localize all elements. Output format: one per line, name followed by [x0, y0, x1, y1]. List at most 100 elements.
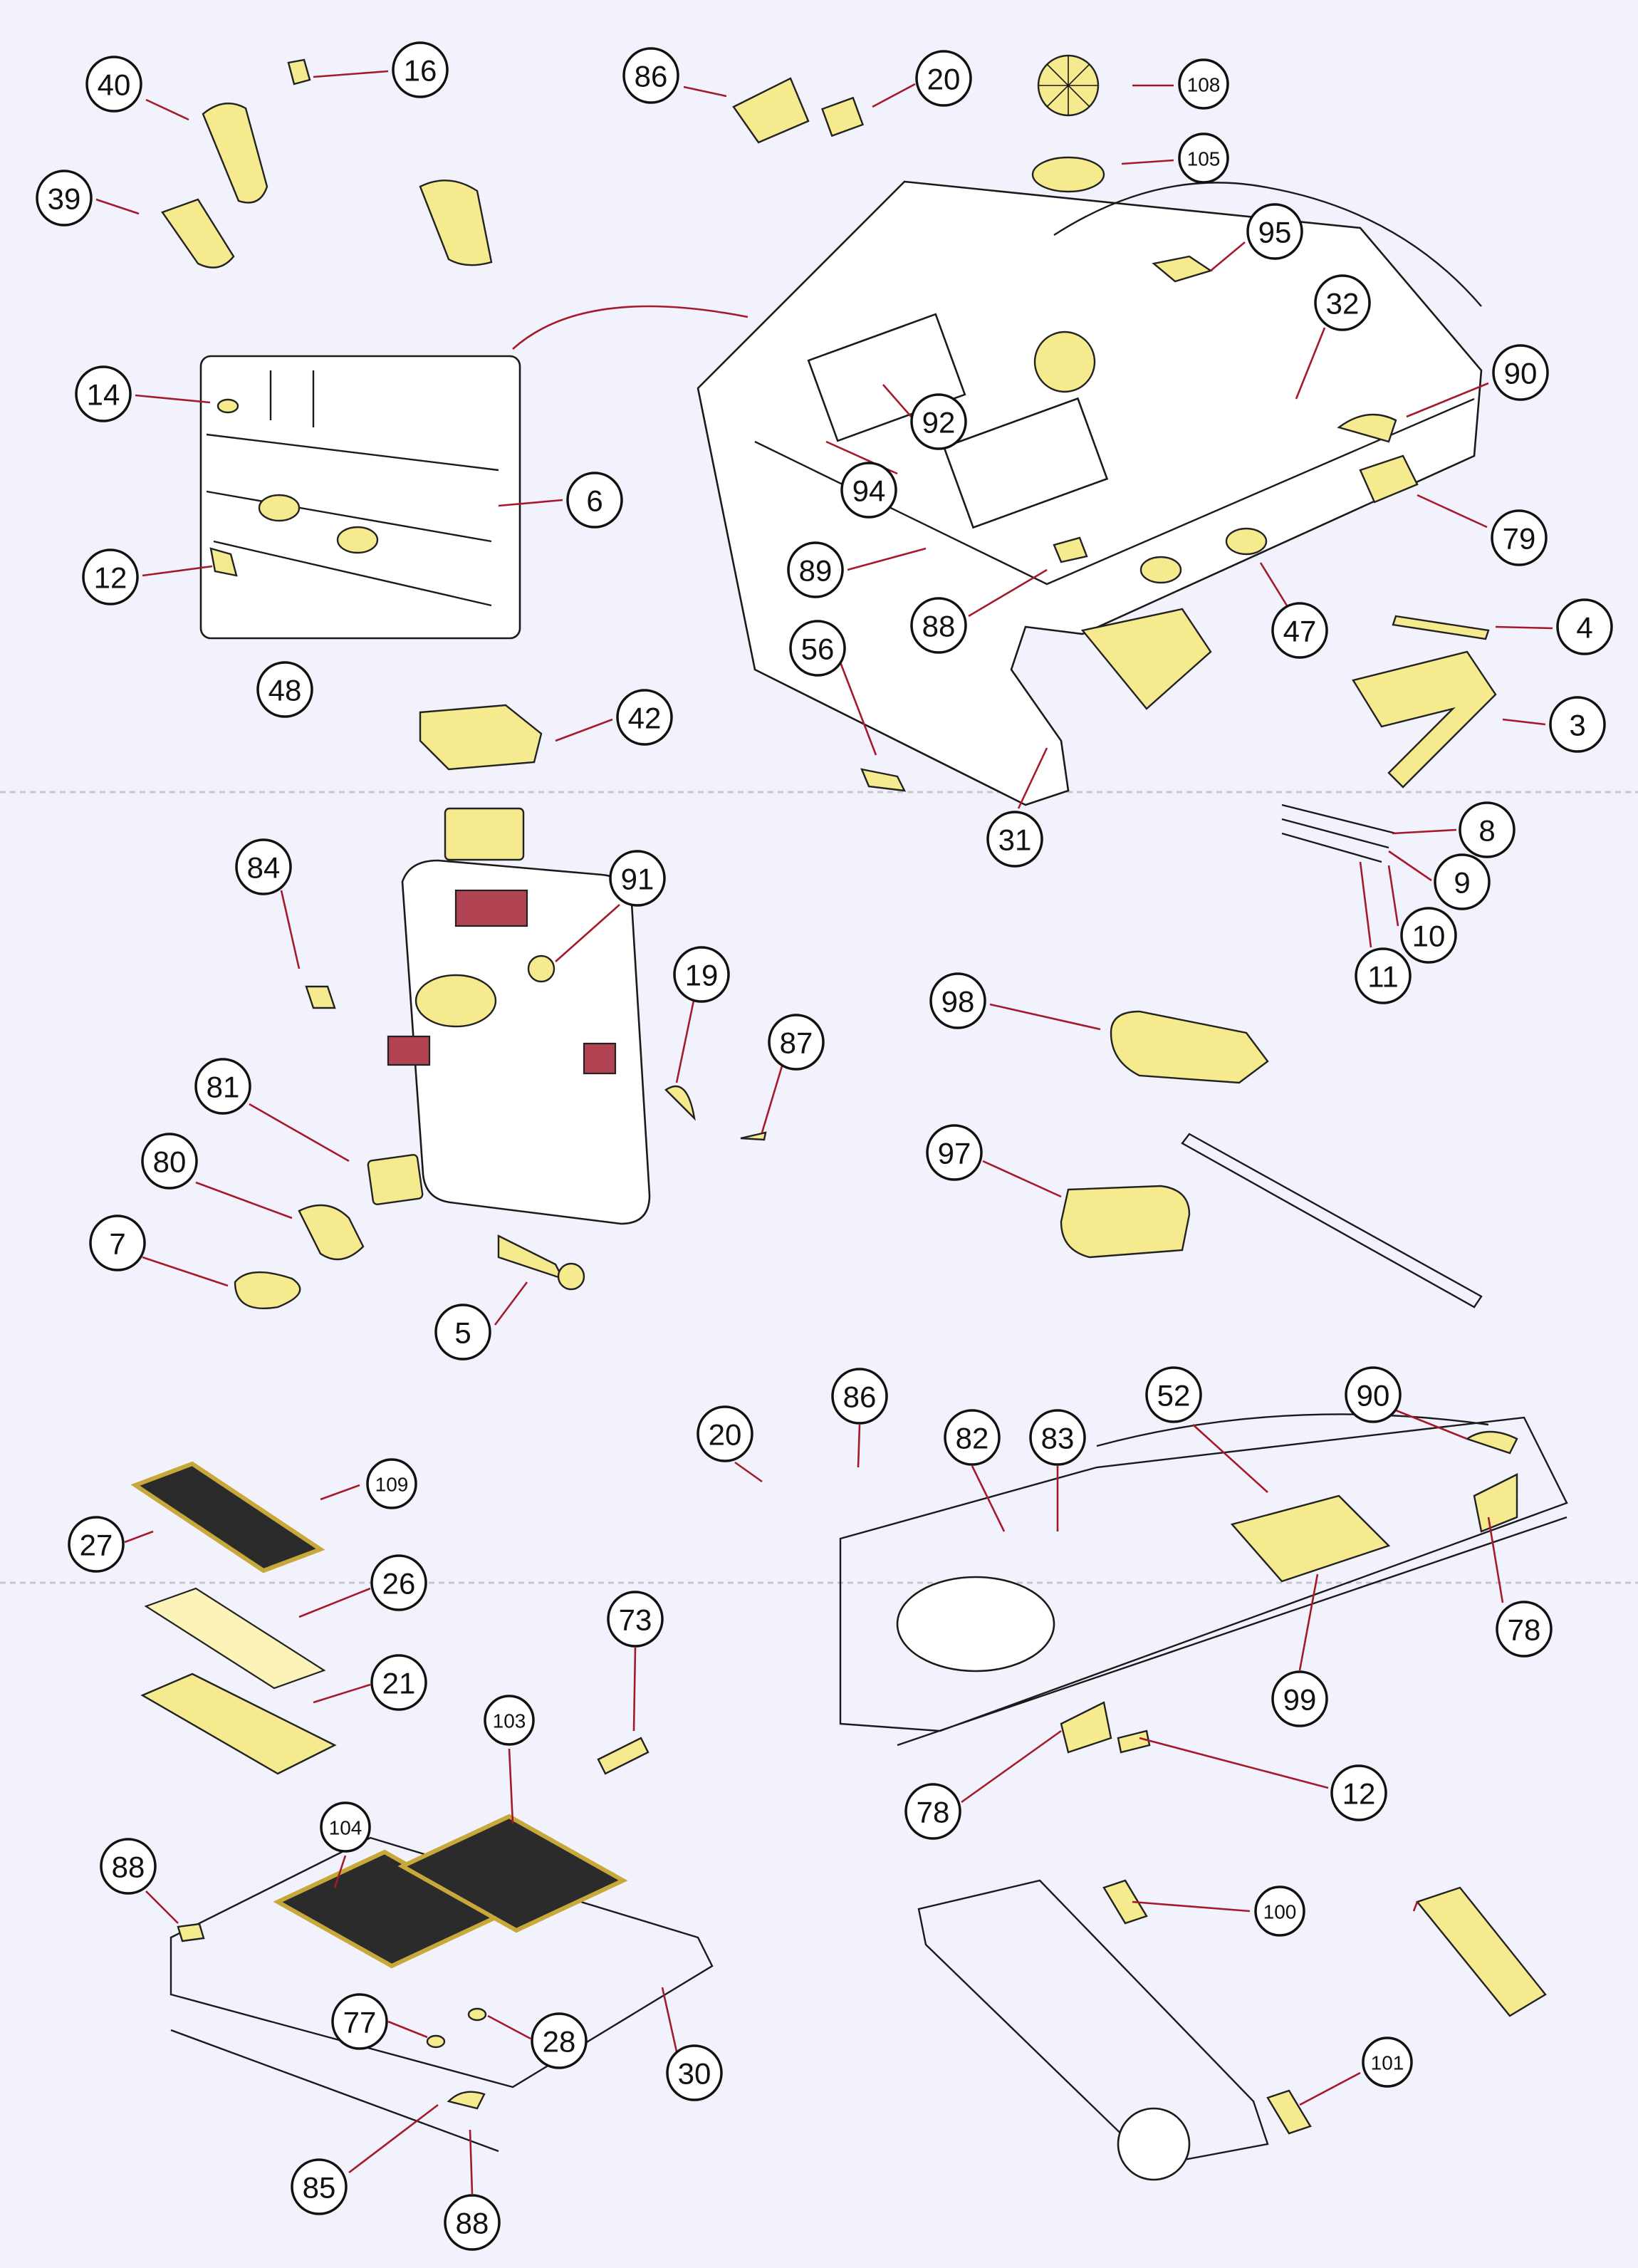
part-84-clip — [305, 985, 336, 1009]
callout-ring — [768, 1014, 825, 1071]
part-88-block-deck — [177, 1923, 205, 1942]
callout-78: 78 — [1496, 1601, 1553, 1658]
part-100-strip — [1102, 1879, 1148, 1925]
callout-ring — [235, 838, 292, 895]
inset-box — [199, 355, 521, 640]
callout-ring — [831, 1368, 888, 1425]
callout-84: 84 — [235, 838, 292, 895]
callout-number: 91 — [621, 863, 654, 896]
callout-ring — [366, 1458, 417, 1509]
part-90-cover-rear — [1465, 1430, 1518, 1455]
callout-ring — [944, 1409, 1001, 1466]
callout-ring — [194, 1058, 251, 1115]
callout-number: 78 — [1508, 1613, 1541, 1647]
leader-line — [1121, 159, 1174, 165]
callout-7: 7 — [89, 1214, 146, 1271]
callout-16: 16 — [392, 41, 449, 98]
callout-number: 82 — [956, 1422, 989, 1455]
leader-line — [1395, 1409, 1468, 1440]
part-26-frame — [144, 1587, 326, 1690]
callout-42: 42 — [616, 689, 673, 746]
leader-line — [1298, 1573, 1319, 1671]
callout-12: 12 — [1330, 1764, 1387, 1821]
callout-109: 109 — [366, 1458, 417, 1509]
leader-line — [1210, 241, 1246, 271]
door-assembly — [234, 704, 767, 1309]
leader-line — [857, 1424, 861, 1468]
leader-line — [675, 997, 696, 1083]
callout-9: 9 — [1434, 853, 1491, 910]
callout-ring — [622, 47, 679, 104]
callout-number: 79 — [1503, 522, 1536, 556]
shovel-assembly — [1060, 1010, 1483, 1309]
callout-ring — [986, 811, 1043, 868]
callout-number: 26 — [382, 1567, 416, 1601]
rear-hull-assembly — [839, 1413, 1568, 2181]
callout-ring — [697, 1405, 753, 1462]
callout-number: 56 — [801, 633, 835, 666]
leader-line — [249, 1103, 350, 1162]
callout-number: 20 — [709, 1418, 742, 1452]
leader-line — [195, 1181, 293, 1219]
drive-sprocket — [1117, 2107, 1191, 2181]
callout-ring — [1330, 1764, 1387, 1821]
leader-line — [512, 305, 748, 350]
part-curved-rail — [1096, 1413, 1489, 1447]
callout-number: 10 — [1412, 920, 1446, 953]
callout-104: 104 — [320, 1801, 371, 1853]
callout-number: 88 — [456, 2207, 489, 2240]
leader-line — [145, 1890, 179, 1924]
mudguard-installed — [1080, 608, 1212, 710]
part-12-bracket-rear — [1117, 1729, 1151, 1754]
part-52-plate — [1230, 1494, 1391, 1583]
callout-ring — [1314, 274, 1371, 331]
rear-plate-outline — [917, 1879, 1269, 2167]
callout-98: 98 — [929, 972, 986, 1029]
callout-number: 98 — [941, 985, 975, 1019]
leader-line — [487, 2014, 531, 2040]
callout-48: 48 — [256, 661, 313, 718]
leader-line — [1392, 828, 1457, 835]
callout-ring — [607, 1591, 664, 1648]
callout-number: 100 — [1263, 1901, 1297, 1923]
part-40-hinge — [202, 102, 268, 204]
leader-line — [555, 718, 613, 742]
callout-ring — [789, 620, 846, 677]
callout-ring — [910, 597, 967, 654]
leader-line — [683, 85, 727, 98]
part-77-disc — [426, 2034, 446, 2049]
callout-20: 20 — [915, 50, 972, 107]
callout-number: 3 — [1569, 709, 1585, 742]
leader-line — [124, 1530, 154, 1544]
callout-73: 73 — [607, 1591, 664, 1648]
callout-99: 99 — [1271, 1670, 1328, 1727]
part-42-block-front — [444, 807, 525, 861]
callout-32: 32 — [1314, 274, 1371, 331]
callout-number: 109 — [375, 1474, 409, 1496]
callout-number: 94 — [852, 474, 886, 508]
callout-ring — [1400, 907, 1457, 964]
leader-line — [313, 1683, 371, 1704]
part-101-strip — [1266, 2089, 1312, 2135]
callout-ring — [256, 661, 313, 718]
part-80-bracket — [298, 1204, 365, 1261]
callout-88: 88 — [444, 2194, 501, 2251]
callout-90: 90 — [1345, 1366, 1402, 1423]
leader-line — [1412, 1901, 1419, 1912]
leader-line — [280, 890, 301, 969]
part-98-shovel-blade — [1110, 1010, 1269, 1084]
callout-number: 30 — [678, 2057, 711, 2091]
callout-78: 78 — [904, 1783, 961, 1840]
part-88-block — [1053, 536, 1088, 563]
callout-number: 6 — [586, 484, 602, 518]
callout-ring — [1362, 2036, 1413, 2088]
leader-line — [1132, 1900, 1251, 1913]
leader-line — [839, 662, 877, 756]
callout-52: 52 — [1145, 1366, 1202, 1423]
callout-ring — [926, 1124, 983, 1181]
part-109-mesh-screen — [130, 1461, 325, 1573]
leader-line — [135, 394, 211, 404]
callout-85: 85 — [291, 2158, 348, 2215]
part-5-lever — [497, 1234, 565, 1281]
